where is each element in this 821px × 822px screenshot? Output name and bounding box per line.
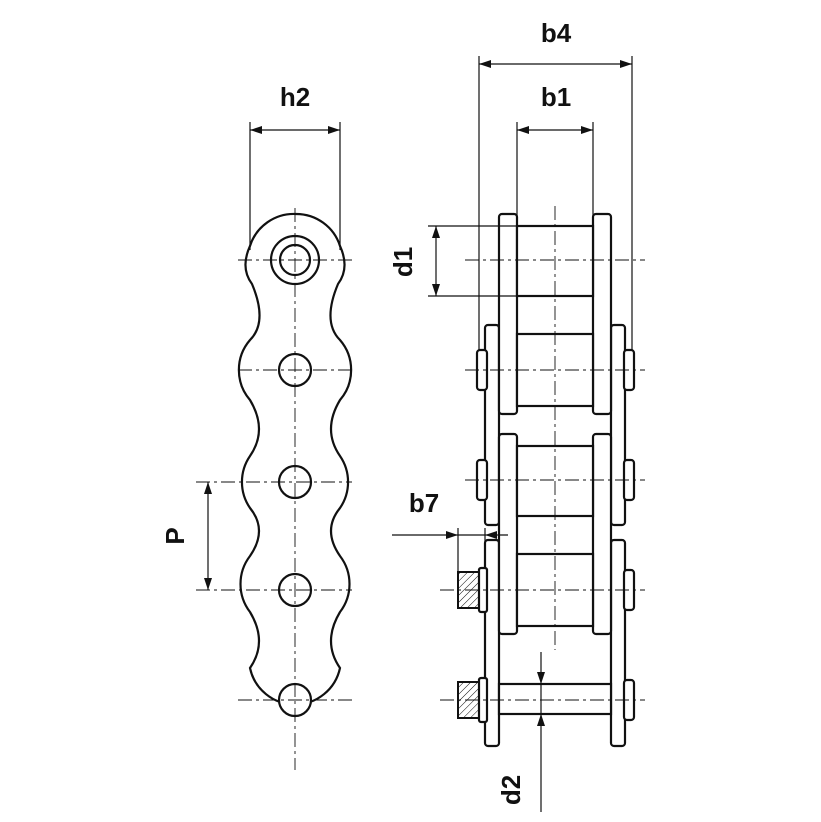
inner-plate-left [497,432,519,636]
label-b7: b7 [409,488,439,518]
label-d2: d2 [496,775,526,805]
outer-plate-right [609,538,627,748]
label-h2: h2 [280,82,310,112]
arrowhead [328,126,340,134]
arrowhead [479,60,491,68]
arrowhead [446,531,458,539]
arrowhead [537,672,545,684]
label-d1: d1 [388,247,418,277]
arrowhead [432,284,440,296]
label-p: P [160,527,190,544]
arrowhead [485,531,497,539]
arrowhead [517,126,529,134]
arrowhead [250,126,262,134]
label-b1: b1 [541,82,571,112]
arrowhead [204,482,212,494]
arrowhead [432,226,440,238]
inner-plate-right [591,212,613,416]
arrowhead [537,714,545,726]
arrowhead [204,578,212,590]
outer-plate-left [483,323,501,527]
outer-plate-left [483,538,501,748]
top-view [392,56,645,812]
side-view [196,122,353,770]
outer-plate-right [609,323,627,527]
arrowhead [581,126,593,134]
inner-plate-right [591,432,613,636]
inner-plate-left [497,212,519,416]
label-b4: b4 [541,18,572,48]
arrowhead [620,60,632,68]
pin-shaft [497,682,613,716]
